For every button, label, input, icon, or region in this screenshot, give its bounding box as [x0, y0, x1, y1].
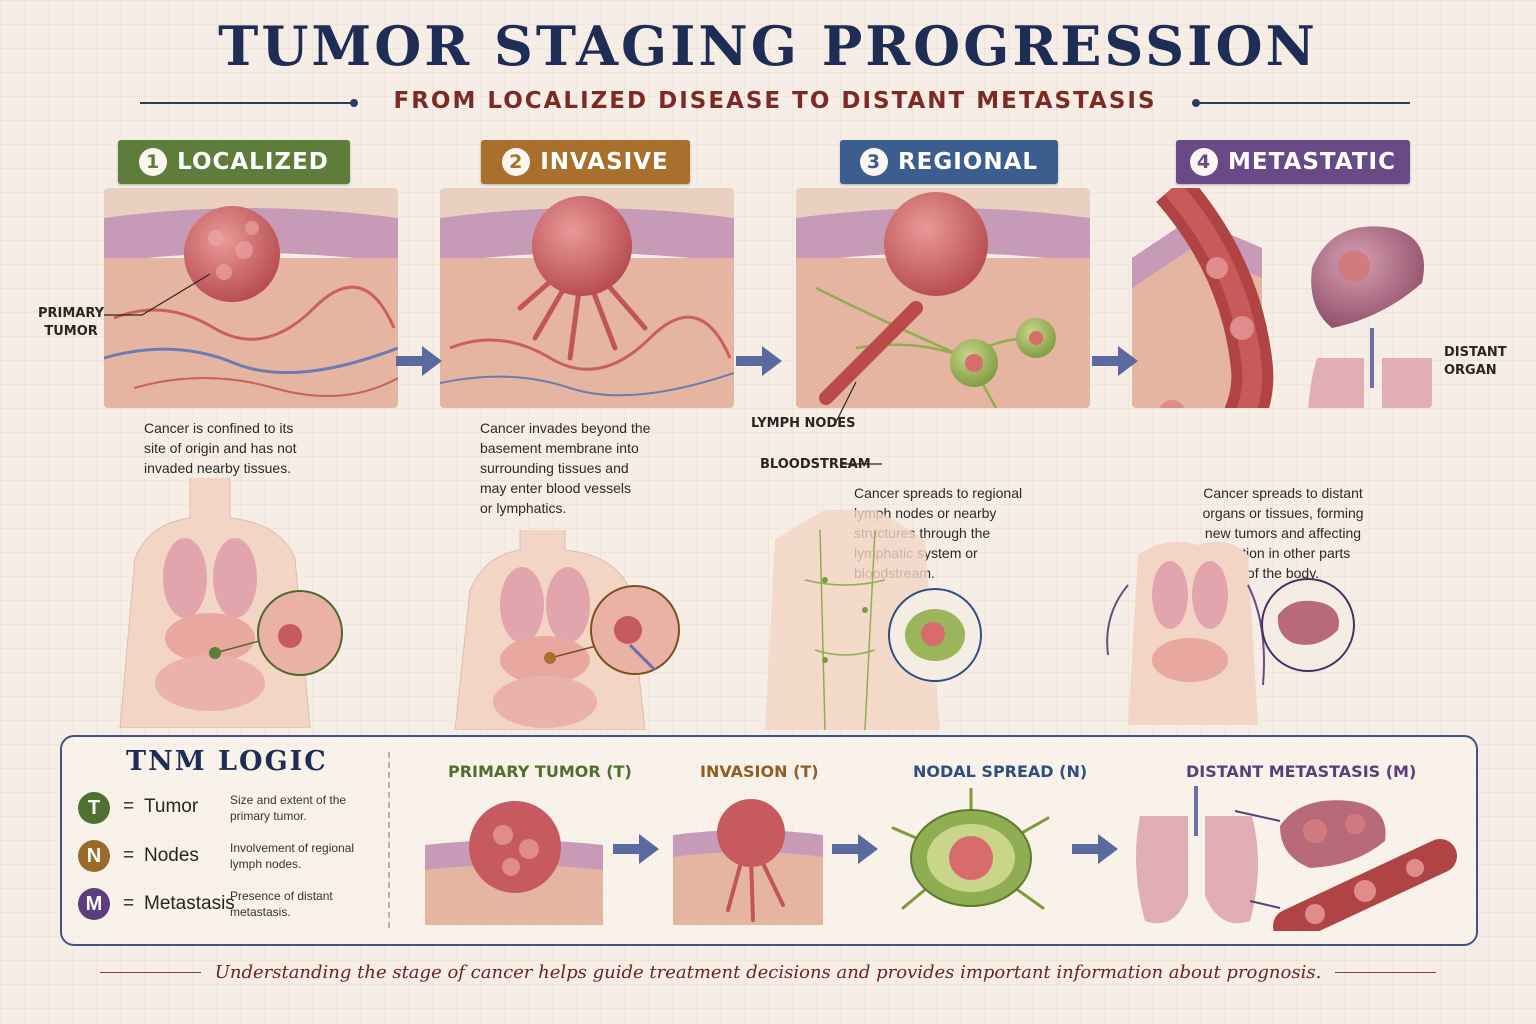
tnm-n-badge: N: [78, 840, 110, 872]
tnm-nodal-spread-illustration: [891, 788, 1050, 910]
bloodstream-callout: BLOODSTREAM: [760, 457, 871, 472]
stage-badge-invasive: 2 INVASIVE: [481, 140, 690, 184]
arrow-right-icon: [613, 834, 659, 864]
stage-number: 2: [502, 148, 531, 176]
stage-number: 1: [139, 148, 168, 176]
arrow-right-icon: [736, 346, 782, 376]
tnm-t-description: Size and extent of the primary tumor.: [230, 793, 347, 823]
primary-tumor-callout: PRIMARY TUMOR: [38, 306, 105, 339]
tumor-location-icon: [209, 647, 221, 659]
invasive-body-illustration: [454, 530, 680, 730]
arrow-right-icon: [1092, 346, 1138, 376]
tnm-t-name: Tumor: [144, 796, 199, 817]
callout-leader-line: [835, 381, 882, 465]
stage-badge-metastatic: 4 METASTATIC: [1176, 140, 1410, 184]
tnm-step-invasion: INVASION (T): [700, 762, 819, 781]
equals-sign: =: [123, 845, 135, 866]
equals-sign: =: [123, 796, 135, 817]
tumor-cell-icon: [1230, 316, 1254, 340]
arrow-right-icon: [396, 346, 442, 376]
stage-label: REGIONAL: [897, 149, 1039, 175]
tumor-location-icon: [544, 652, 556, 664]
stage-badge-localized: 1 LOCALIZED: [118, 140, 350, 184]
tnm-n-name: Nodes: [144, 845, 199, 866]
tnm-distant-metastasis-illustration: [1136, 786, 1457, 931]
distant-organ-callout: DISTANT ORGAN: [1444, 345, 1507, 378]
liver-icon: [1311, 226, 1424, 328]
subtitle-row: FROM LOCALIZED DISEASE TO DISTANT METAST…: [140, 88, 1410, 118]
footer-text: Understanding the stage of cancer helps …: [200, 962, 1336, 983]
stage-label: LOCALIZED: [177, 149, 329, 175]
invasive-description: Cancer invades beyond the basement membr…: [480, 420, 651, 516]
callout-leader-line: [104, 273, 211, 316]
tnm-m-name: Metastasis: [144, 893, 235, 914]
lung-icon: [1308, 358, 1364, 408]
metastatic-description: Cancer spreads to distant organs or tiss…: [1202, 485, 1364, 581]
stage-label: INVASIVE: [540, 149, 669, 175]
metastatic-tissue-illustration: [1132, 188, 1432, 408]
tnm-primary-tumor-illustration: [425, 801, 603, 925]
tnm-m-description: Presence of distant metastasis.: [230, 889, 333, 919]
invasive-tumor-icon: [532, 196, 632, 296]
page-title: TUMOR STAGING PROGRESSION: [218, 14, 1318, 78]
stage-number: 3: [859, 148, 888, 176]
footer: Understanding the stage of cancer helps …: [0, 962, 1536, 983]
arrow-right-icon: [832, 834, 878, 864]
tnm-divider: [388, 752, 390, 928]
tnm-title: TNM LOGIC: [126, 746, 328, 777]
tnm-n-description: Involvement of regional lymph nodes.: [230, 841, 355, 871]
tnm-t-badge: T: [78, 792, 110, 824]
localized-description: Cancer is confined to its site of origin…: [144, 420, 297, 476]
tumor-cell-icon: [1160, 400, 1184, 408]
liver-icon: [1280, 800, 1386, 868]
tnm-m-badge: M: [78, 888, 110, 920]
tnm-invasion-illustration: [673, 799, 823, 925]
localized-tissue-illustration: [104, 188, 398, 408]
invasive-tissue-illustration: [440, 188, 734, 408]
regional-body-illustration: [765, 510, 982, 730]
arrow-right-icon: [1072, 834, 1118, 864]
metastatic-body-illustration: [1106, 541, 1355, 725]
subtitle-rule-right: [1192, 99, 1410, 107]
regional-tumor-icon: [884, 192, 988, 296]
page-subtitle: FROM LOCALIZED DISEASE TO DISTANT METAST…: [393, 88, 1157, 114]
regional-tissue-illustration: [796, 188, 1090, 408]
stage-number: 4: [1190, 148, 1219, 176]
stage-label: METASTATIC: [1228, 149, 1396, 175]
tnm-step-nodal-spread: NODAL SPREAD (N): [913, 762, 1088, 781]
localized-body-illustration: [119, 478, 343, 728]
stage-badge-regional: 3 REGIONAL: [840, 140, 1058, 184]
lymph-nodes-callout: LYMPH NODES: [751, 416, 856, 431]
subtitle-rule-left: [140, 99, 358, 107]
equals-sign: =: [123, 893, 135, 914]
tumor-cell-icon: [1206, 257, 1228, 279]
tnm-step-distant-metastasis: DISTANT METASTASIS (M): [1186, 762, 1417, 781]
tnm-step-primary-tumor: PRIMARY TUMOR (T): [448, 762, 632, 781]
